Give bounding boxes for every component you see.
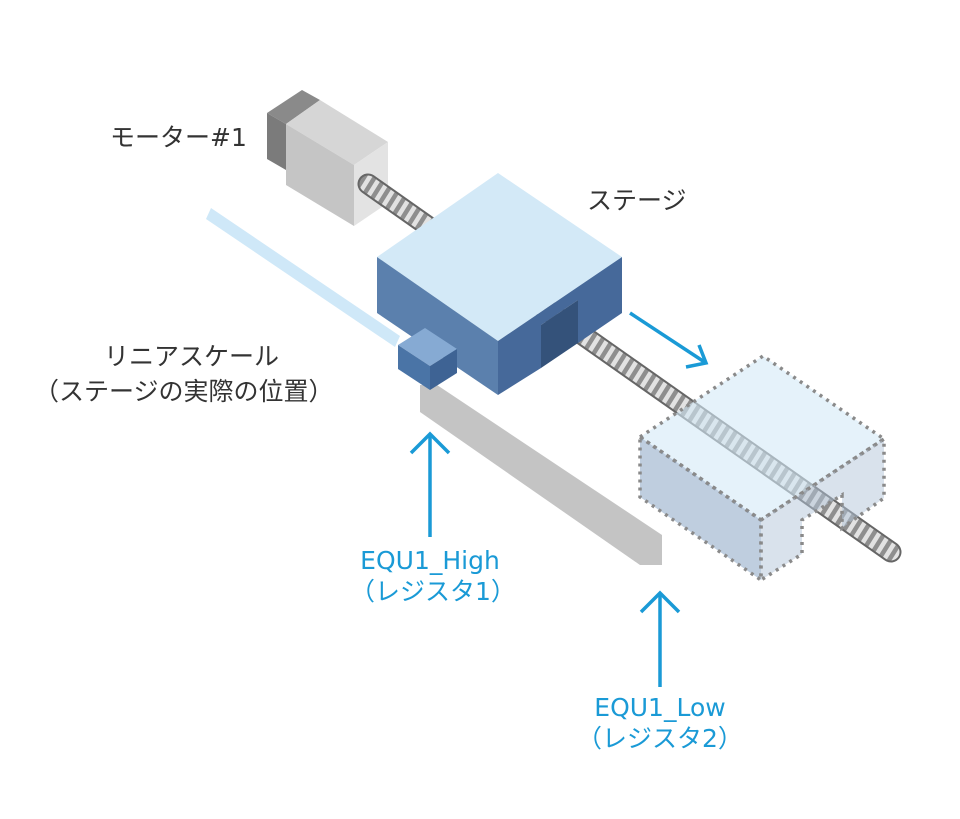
stage-notch	[541, 300, 578, 368]
motor-label: モーター#1	[110, 123, 247, 152]
motor-back-top	[267, 90, 320, 124]
motor-front	[286, 124, 354, 226]
ghost-front	[638, 433, 763, 584]
motor-1	[267, 90, 388, 226]
sensor-side	[430, 349, 457, 390]
scale-sensor-head	[398, 328, 457, 390]
stage-side	[498, 257, 622, 395]
equ1-low-label: EQU1_Low	[594, 693, 726, 722]
ghost-side	[759, 435, 886, 584]
stage	[377, 173, 622, 395]
ghost-stage	[636, 353, 888, 584]
arrow-up-icon	[639, 590, 681, 687]
linear-scale-strip	[420, 385, 662, 565]
linear-scale-label: リニアスケール	[104, 342, 280, 371]
arrow-down-right-icon	[629, 311, 709, 369]
linear-scale-caption: （ステージの実際の位置）	[34, 377, 334, 406]
stage-label: ステージ	[587, 186, 687, 215]
linear-scale-track	[206, 208, 400, 347]
stage-front	[377, 257, 498, 395]
register-1-label: （レジスタ1）	[350, 577, 516, 606]
sensor-top	[398, 328, 457, 366]
sensor-front	[398, 345, 430, 390]
stage-top	[377, 173, 622, 341]
motor-top	[286, 100, 388, 165]
arrow-up-icon	[409, 431, 451, 537]
register-2-label: （レジスタ2）	[577, 724, 743, 753]
motor-back-side	[267, 113, 286, 170]
equ1-high-label: EQU1_High	[360, 546, 500, 575]
